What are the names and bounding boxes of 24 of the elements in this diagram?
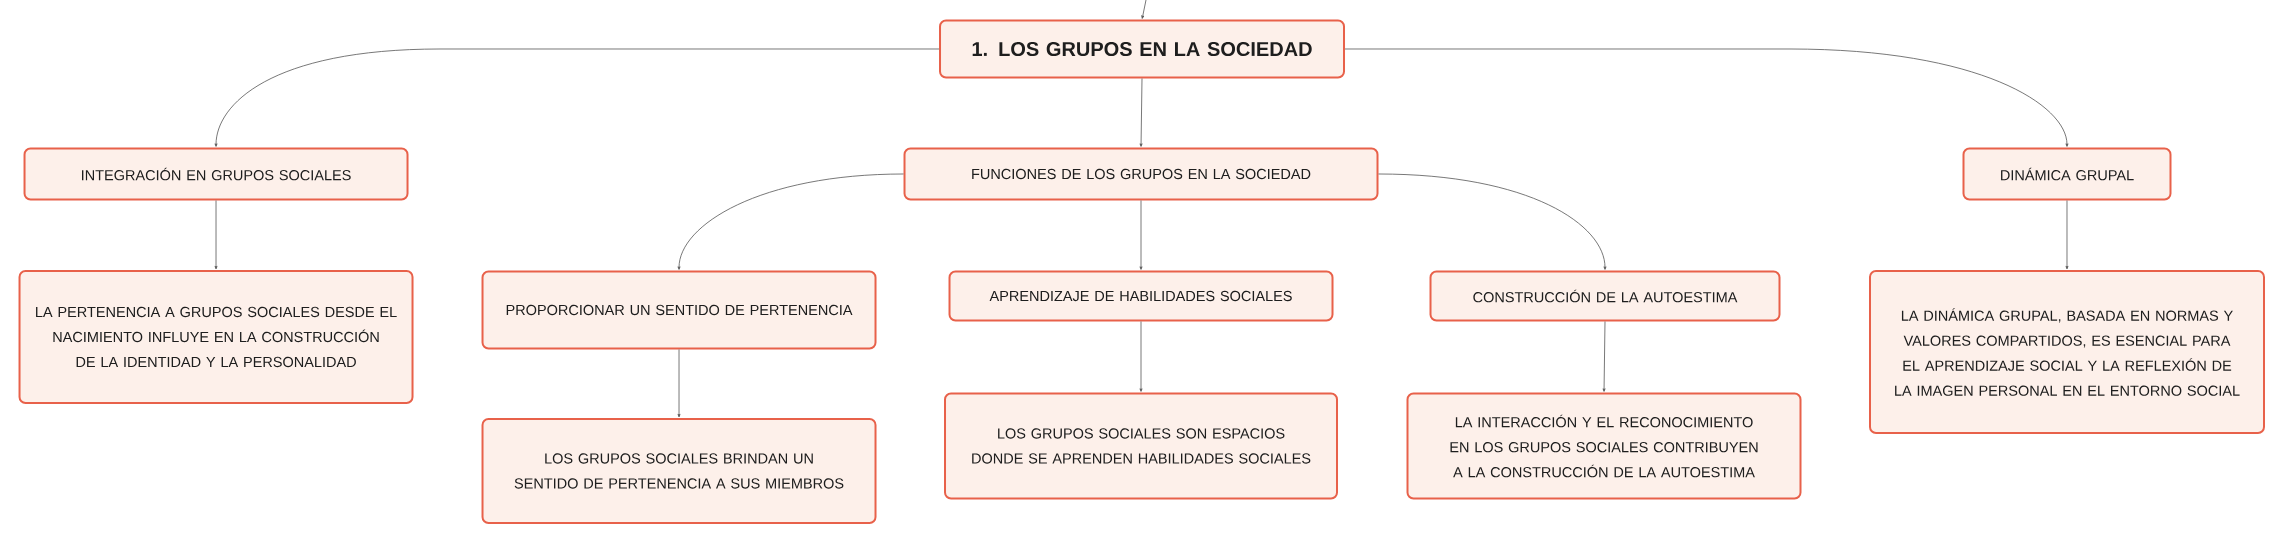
arrow <box>1378 173 1607 270</box>
arrow <box>1139 321 1143 392</box>
topic-box: PROPORCIONAR UN SENTIDO DE PERTENENCIA <box>481 270 877 350</box>
text-box: LA INTERACCIÓN Y EL RECONOCIMIENTO EN LOS GRUPOS SOCIALES CONTRIBUYEN A LA CONSTRUCCIÓN DE LA AUTOESTIMA <box>1406 392 1802 500</box>
arrow <box>1344 48 2069 147</box>
central-topic-box: 1. LOS GRUPOS EN LA SOCIEDAD <box>939 19 1345 79</box>
arrow <box>1139 200 1143 270</box>
text-box: LA DINÁMICA GRUPAL, BASADA EN NORMAS Y VALORES COMPARTIDOS, ES ESENCIAL PARA EL APRENDIZAJE SOCIAL Y LA REFLEXIÓN DE LA IMAGEN PERSONAL EN EL ENTORNO SOCIAL <box>1869 270 2265 434</box>
arrow <box>1602 321 1606 392</box>
arrow <box>214 200 218 270</box>
topic-box: INTEGRACIÓN EN GRUPOS SOCIALES <box>23 147 409 201</box>
arrow <box>2065 200 2069 270</box>
arrow <box>677 173 904 270</box>
topic-box: FUNCIONES DE LOS GRUPOS EN LA SOCIEDAD <box>903 147 1379 201</box>
topic-box: CONSTRUCCIÓN DE LA AUTOESTIMA <box>1429 270 1781 322</box>
text-box: LOS GRUPOS SOCIALES BRINDAN UN SENTIDO DE PERTENENCIA A SUS MIEMBROS <box>481 418 877 524</box>
text-box: LA PERTENENCIA A GRUPOS SOCIALES DESDE EL NACIMIENTO INFLUYE EN LA CONSTRUCCIÓN DE LA IDENTIDAD Y LA PERSONALIDAD <box>18 270 414 404</box>
arrow <box>677 349 681 418</box>
text-box: LOS GRUPOS SOCIALES SON ESPACIOS DONDE SE APRENDEN HABILIDADES SOCIALES <box>944 392 1338 500</box>
arrow <box>214 48 940 147</box>
topic-box: DINÁMICA GRUPAL <box>1962 147 2172 201</box>
topic-box: APRENDIZAJE DE HABILIDADES SOCIALES <box>948 270 1334 322</box>
arrow <box>1141 0 1147 19</box>
arrow <box>1139 78 1143 147</box>
